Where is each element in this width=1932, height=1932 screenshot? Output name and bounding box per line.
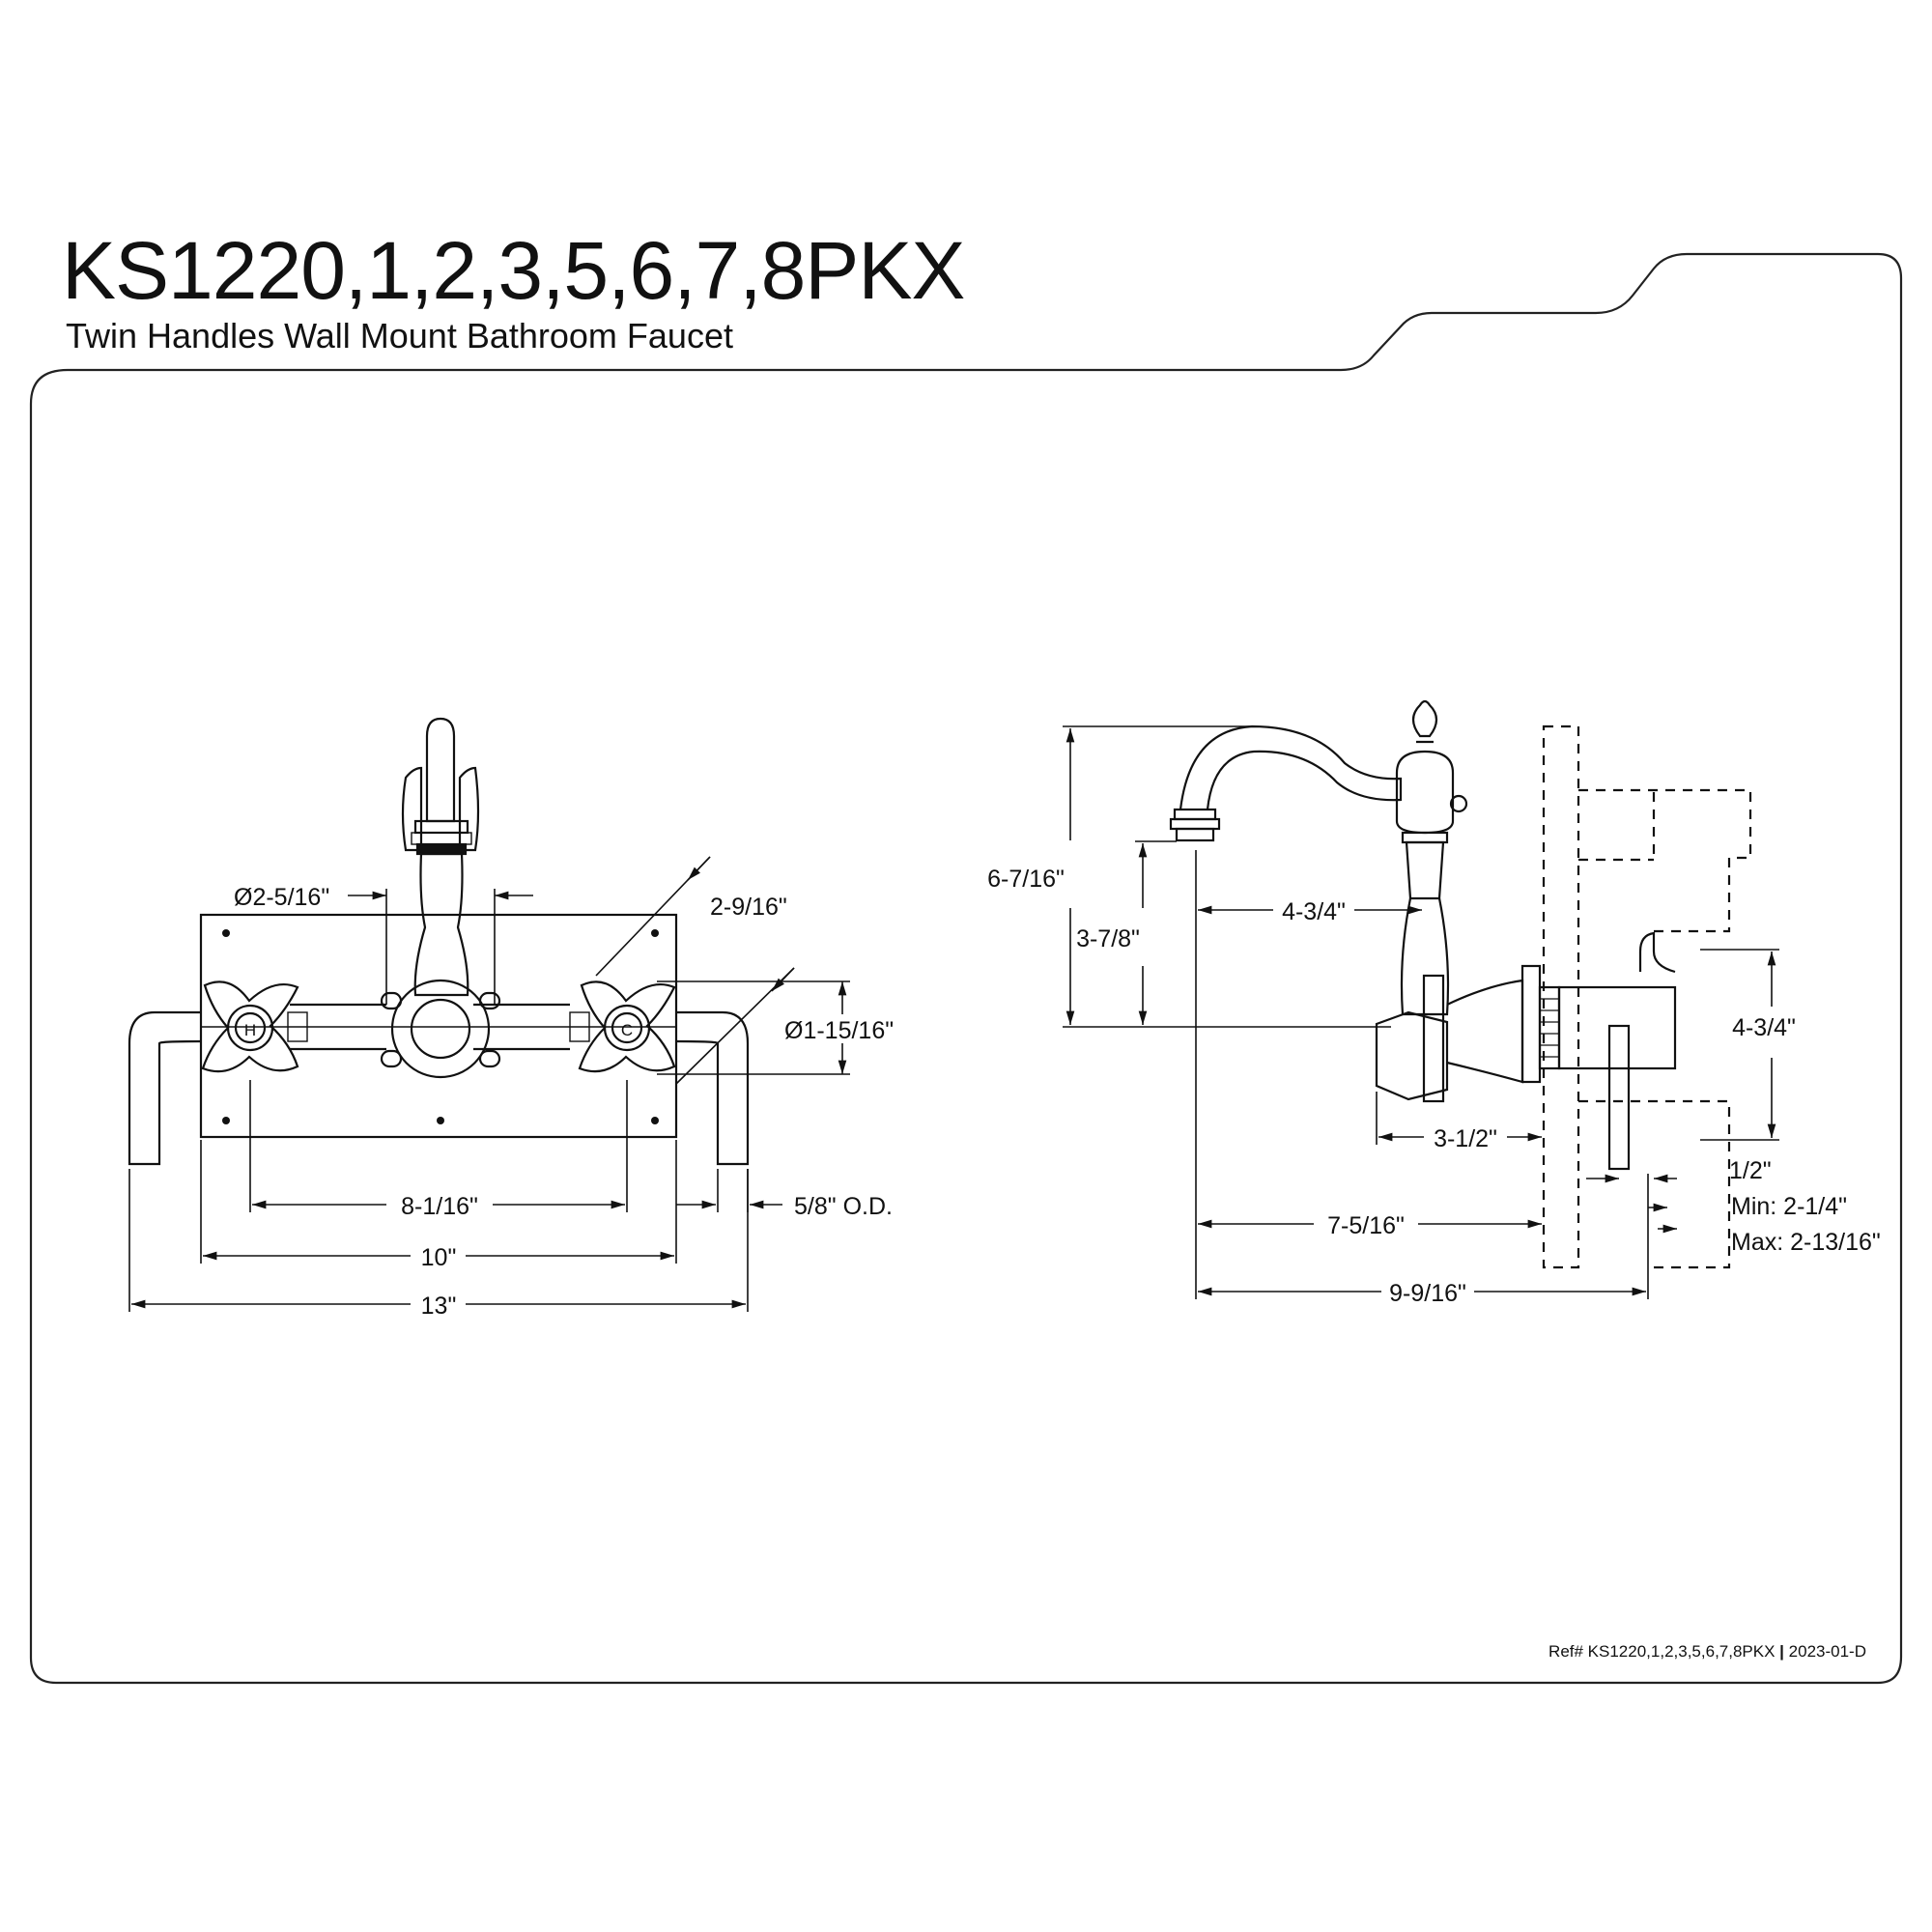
dim-spout-reach: 4-3/4" [1282,898,1346,925]
sheet-border [29,252,1903,1685]
dim-handle-spread-diag: 2-9/16" [710,894,787,921]
dim-handle-depth: 3-1/2" [1434,1125,1497,1152]
finial [1411,699,1438,738]
center-hub [390,979,491,1079]
dim-flange-dia: Ø2-5/16" [234,884,329,911]
dim-handle-dia: Ø1-15/16" [784,1017,894,1044]
side-view [1169,699,1752,1269]
dim-pipe-offset: 1/2" [1729,1157,1772,1184]
dim-supply-od: 5/8" O.D. [794,1193,893,1220]
hot-handle-mark: H [244,1021,256,1039]
dim-overall-width: 13" [421,1293,457,1320]
dim-overall-depth: 9-9/16" [1389,1280,1466,1307]
spout-side [1179,724,1403,810]
back-plate [199,913,678,1139]
supply-arm-right [675,1010,750,1166]
reference-separator: | [1779,1642,1784,1661]
reference-date: 2023-01-D [1788,1642,1866,1661]
wall-section [1542,724,1580,1269]
front-view [128,717,750,1166]
page-subtitle: Twin Handles Wall Mount Bathroom Faucet [66,316,733,355]
cold-handle-mark: C [621,1021,633,1039]
hot-handle [201,980,299,1073]
dim-center-spread: 8-1/16" [401,1193,478,1220]
page-title: KS1220,1,2,3,5,6,7,8PKX [62,225,965,316]
spout-front [425,717,456,823]
supply-arm-left [128,1010,202,1166]
dim-wall-max: Max: 2-13/16" [1731,1229,1881,1256]
cold-handle [578,980,676,1073]
reference-footer: Ref# KS1220,1,2,3,5,6,7,8PKX | 2023-01-D [1548,1642,1866,1662]
plate-screws [222,929,659,1124]
dim-plate-width: 10" [421,1244,457,1271]
handle-side [1375,1010,1449,1101]
dim-wall-min: Min: 2-1/4" [1731,1193,1847,1220]
front-dimensions [128,856,850,1312]
dim-wall-to-spout: 7-5/16" [1327,1212,1405,1239]
dim-spout-height: 3-7/8" [1076,925,1140,952]
side-dimensions [1063,725,1779,1299]
reference-id: Ref# KS1220,1,2,3,5,6,7,8PKX [1548,1642,1776,1661]
dim-valve-height: 4-3/4" [1732,1014,1796,1041]
dim-total-height: 6-7/16" [987,866,1065,893]
